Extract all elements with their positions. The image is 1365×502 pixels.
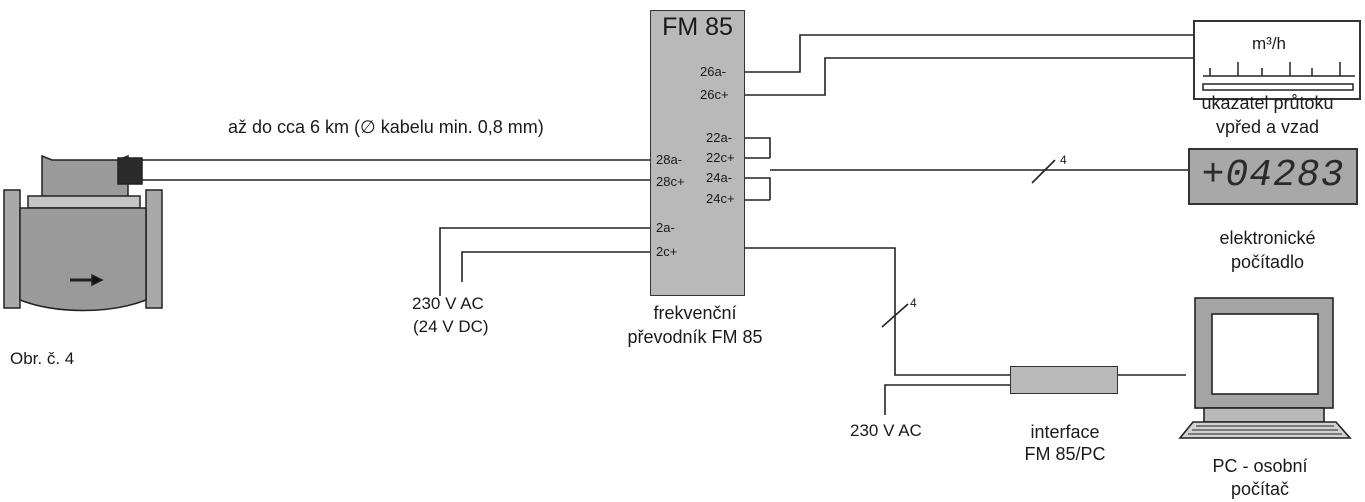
pin-24c: 24c+ — [706, 191, 735, 206]
figure-label: Obr. č. 4 — [10, 349, 75, 368]
pc-caption-line1: PC - osobní — [1212, 456, 1308, 476]
power-wire-2 — [884, 384, 1010, 415]
pc-icon — [1178, 297, 1352, 439]
pin-22a: 22a- — [706, 130, 733, 145]
flow-indicator-scale — [1202, 62, 1355, 91]
interface-caption-line1: interface — [1030, 422, 1100, 442]
flow-indicator-box — [1193, 20, 1361, 100]
cable-label: až do cca 6 km (∅ kabelu min. 0,8 mm) — [228, 117, 544, 137]
pin-26a: 26a- — [700, 64, 727, 79]
pin-2c: 2c+ — [656, 244, 678, 259]
flow-wire-26c — [745, 57, 1193, 96]
interface-box — [1010, 366, 1118, 394]
counter-caption-line1: elektronické — [1219, 228, 1316, 248]
power-wire-2a — [439, 227, 650, 296]
converter-caption-line1: frekvenční — [653, 303, 737, 323]
counter-wire-24a — [745, 177, 771, 200]
pin-28c: 28c+ — [656, 174, 685, 189]
flow-meter-icon — [3, 154, 163, 312]
bus-width-interface: 4 — [910, 296, 917, 310]
bus-tick-counter — [1031, 159, 1056, 184]
pc-caption-line2: počítač — [1230, 479, 1290, 499]
pin-28a: 28a- — [656, 152, 683, 167]
converter-title: FM 85 — [662, 13, 733, 41]
flow-indicator-caption-line2: vpřed a vzad — [1215, 117, 1320, 137]
interface-bus — [745, 247, 1010, 376]
counter-box — [1188, 148, 1358, 205]
power-wire-2c — [461, 251, 650, 282]
power-label-1-line1: 230 V AC — [412, 294, 484, 313]
interface-caption-line2: FM 85/PC — [1024, 444, 1106, 464]
converter-caption-line2: převodník FM 85 — [627, 327, 763, 347]
converter-box — [650, 10, 745, 296]
power-label-1-line2: (24 V DC) — [413, 317, 489, 336]
pin-24a: 24a- — [706, 170, 733, 185]
counter-display: +04283 — [1201, 154, 1345, 197]
flow-indicator-caption-line1: ukazatel průtoku — [1201, 93, 1334, 113]
flow-wire-26a — [745, 34, 1193, 73]
pin-26c: 26c+ — [700, 87, 729, 102]
pin-2a: 2a- — [656, 220, 675, 235]
pin-22c: 22c+ — [706, 150, 735, 165]
counter-wire-22a — [745, 137, 771, 158]
bus-tick-interface — [881, 303, 909, 328]
counter-caption-line2: počítadlo — [1230, 252, 1305, 272]
power-label-2: 230 V AC — [850, 421, 922, 440]
flow-indicator-unit: m³/h — [1252, 34, 1286, 53]
bus-width-counter: 4 — [1060, 153, 1067, 167]
